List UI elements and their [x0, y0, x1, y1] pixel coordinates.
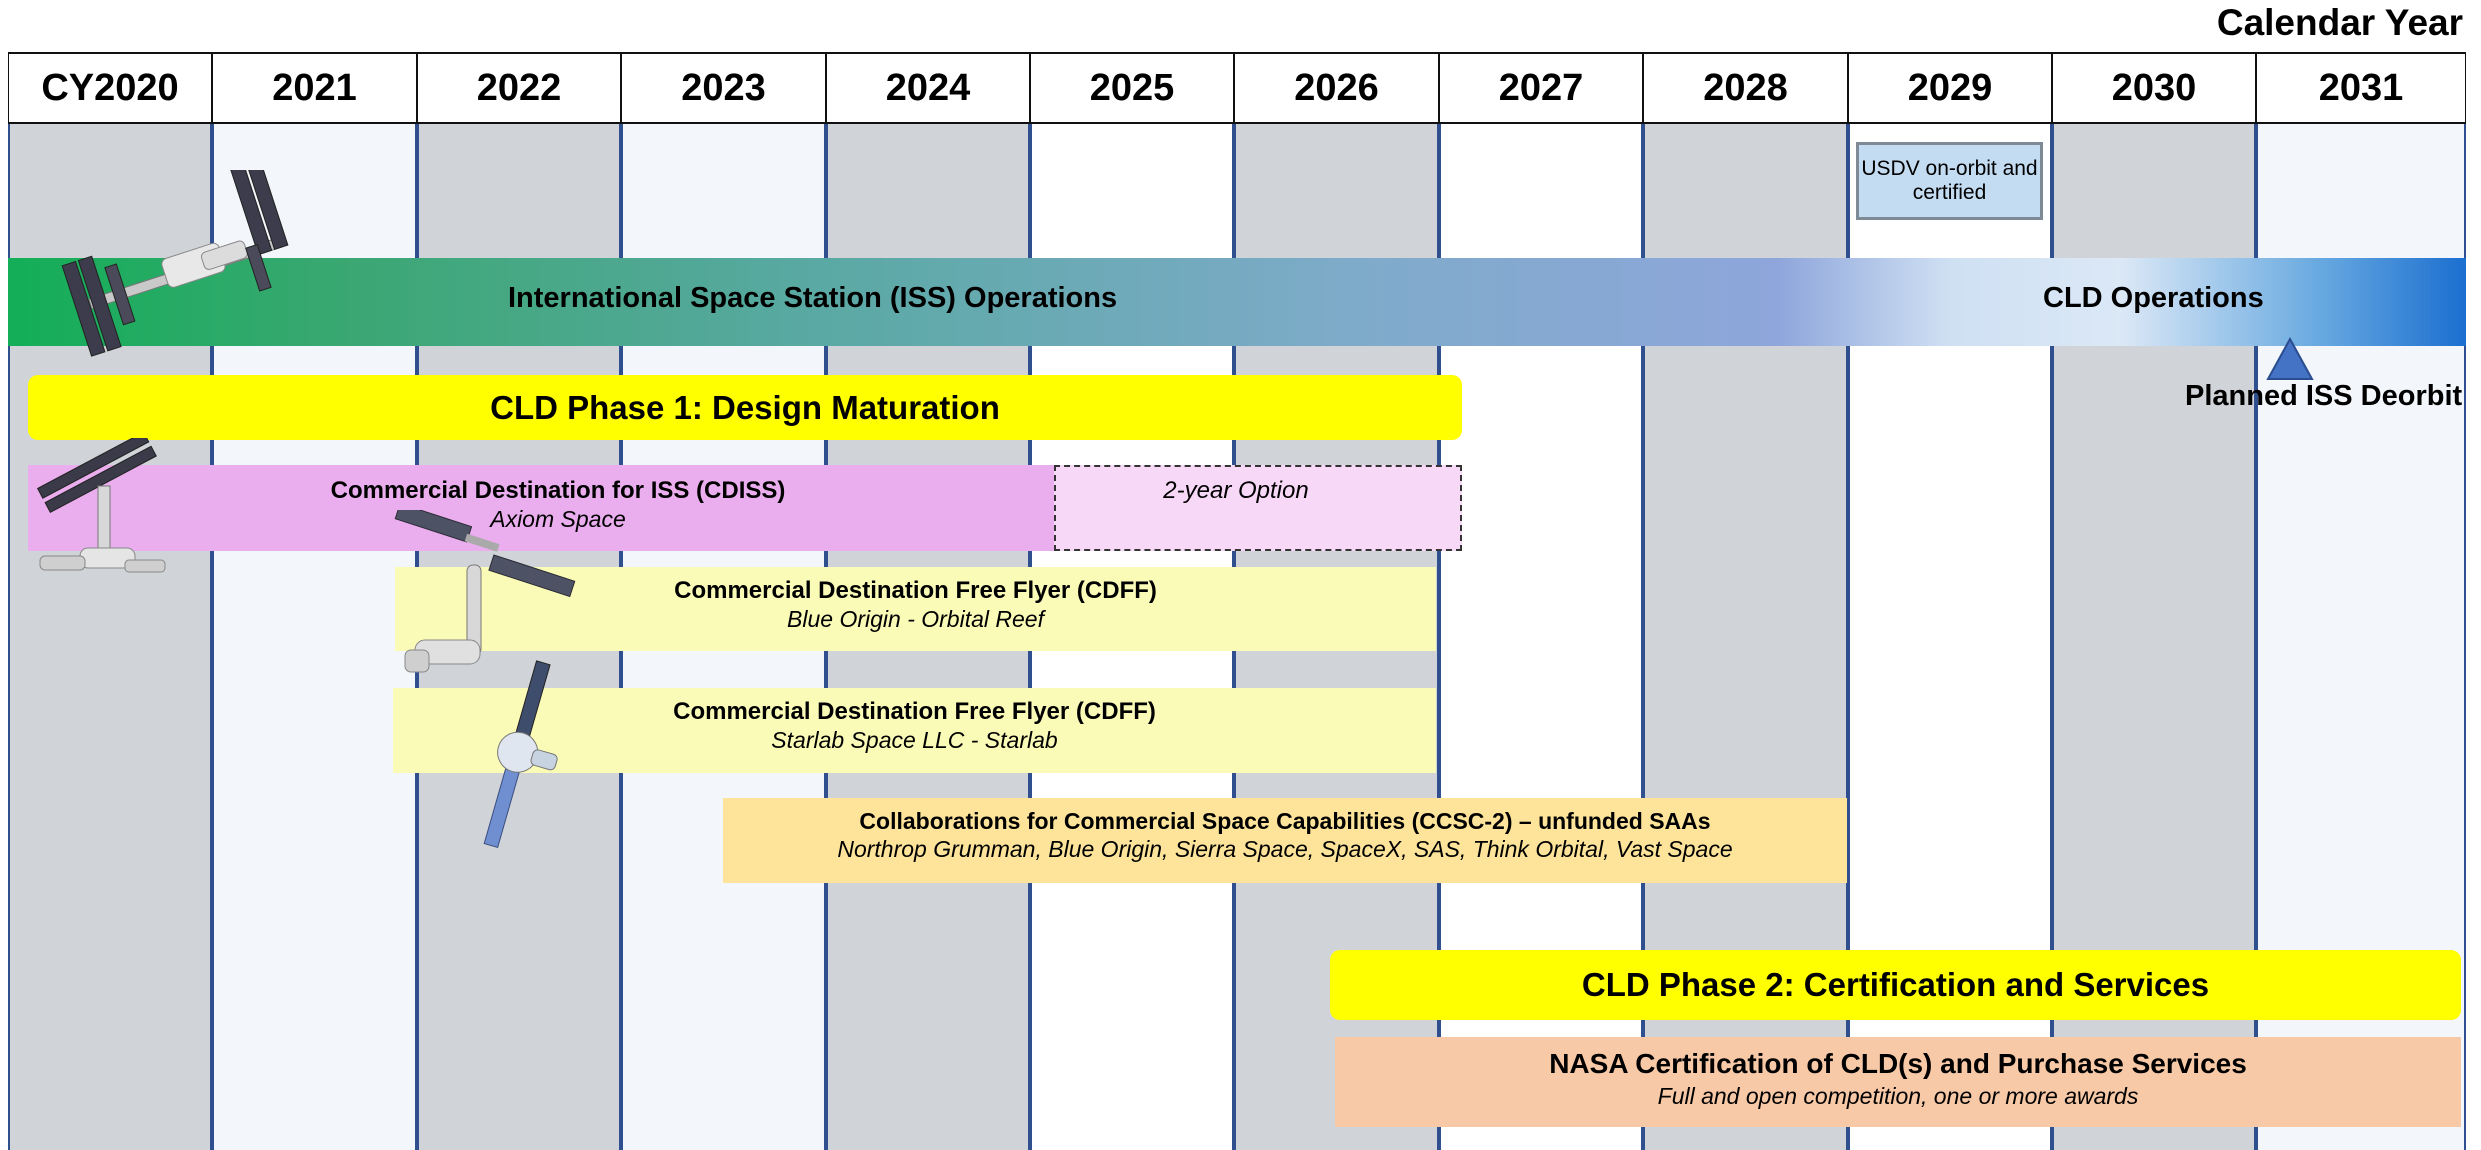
- orbital-reef-icon: [394, 510, 576, 673]
- year-cell: 2028: [1643, 52, 1848, 124]
- starlab-icon: [483, 660, 558, 849]
- year-cell: 2025: [1030, 52, 1234, 124]
- cld-operations-label: CLD Operations: [2043, 282, 2264, 314]
- axiom-station-icon: [36, 438, 166, 573]
- year-header-row: CY2020 2021 2022 2023 2024 2025 2026 202…: [8, 52, 2466, 124]
- cdff2-subtitle: Starlab Space LLC - Starlab: [771, 726, 1058, 753]
- year-cell: 2022: [417, 52, 621, 124]
- cdiss-bar: Commercial Destination for ISS (CDISS) A…: [28, 465, 1054, 551]
- phase2-label: CLD Phase 2: Certification and Services: [1581, 966, 2210, 1003]
- iss-deorbit-label: Planned ISS Deorbit: [2185, 380, 2463, 412]
- phase2-bar: CLD Phase 2: Certification and Services: [1330, 950, 2461, 1020]
- nasa-subtitle: Full and open competition, one or more a…: [1657, 1082, 2139, 1109]
- year-cell: 2029: [1848, 52, 2052, 124]
- ccsc-title: Collaborations for Commercial Space Capa…: [859, 808, 1711, 834]
- phase1-bar: CLD Phase 1: Design Maturation: [28, 375, 1462, 440]
- nasa-title: NASA Certification of CLD(s) and Purchas…: [1549, 1048, 2247, 1079]
- cdiss-title: Commercial Destination for ISS (CDISS): [330, 477, 786, 504]
- iss-icon: [61, 170, 289, 357]
- year-cell: CY2020: [8, 52, 212, 124]
- iss-operations-label: International Space Station (ISS) Operat…: [508, 282, 1118, 314]
- year-cell: 2027: [1439, 52, 1643, 124]
- deorbit-triangle-icon: [2266, 337, 2314, 380]
- option-label: 2-year Option: [1163, 477, 1309, 504]
- calendar-year-label: Calendar Year: [2216, 2, 2463, 43]
- cdff-starlab-bar: Commercial Destination Free Flyer (CDFF)…: [393, 688, 1436, 773]
- year-cell: 2023: [621, 52, 826, 124]
- year-cell: 2026: [1234, 52, 1439, 124]
- cdiss-subtitle: Axiom Space: [490, 505, 626, 532]
- nasa-certification-bar: NASA Certification of CLD(s) and Purchas…: [1335, 1037, 2461, 1127]
- ccsc-subtitle: Northrop Grumman, Blue Origin, Sierra Sp…: [837, 835, 1733, 862]
- option-bar: 2-year Option: [1054, 465, 1462, 551]
- year-cell: 2024: [826, 52, 1030, 124]
- phase1-label: CLD Phase 1: Design Maturation: [490, 388, 1000, 426]
- year-cell: 2030: [2052, 52, 2256, 124]
- year-cell: 2031: [2256, 52, 2466, 124]
- usdv-milestone-box: USDV on-orbit and certified: [1856, 142, 2043, 220]
- cdff2-title: Commercial Destination Free Flyer (CDFF): [673, 698, 1156, 725]
- ccsc-bar: Collaborations for Commercial Space Capa…: [723, 798, 1847, 883]
- year-cell: 2021: [212, 52, 417, 124]
- usdv-milestone-label: USDV on-orbit and certified: [1861, 156, 2038, 204]
- cdff1-title: Commercial Destination Free Flyer (CDFF): [674, 577, 1157, 604]
- cdff1-subtitle: Blue Origin - Orbital Reef: [787, 605, 1044, 632]
- operations-bar: [8, 258, 2466, 346]
